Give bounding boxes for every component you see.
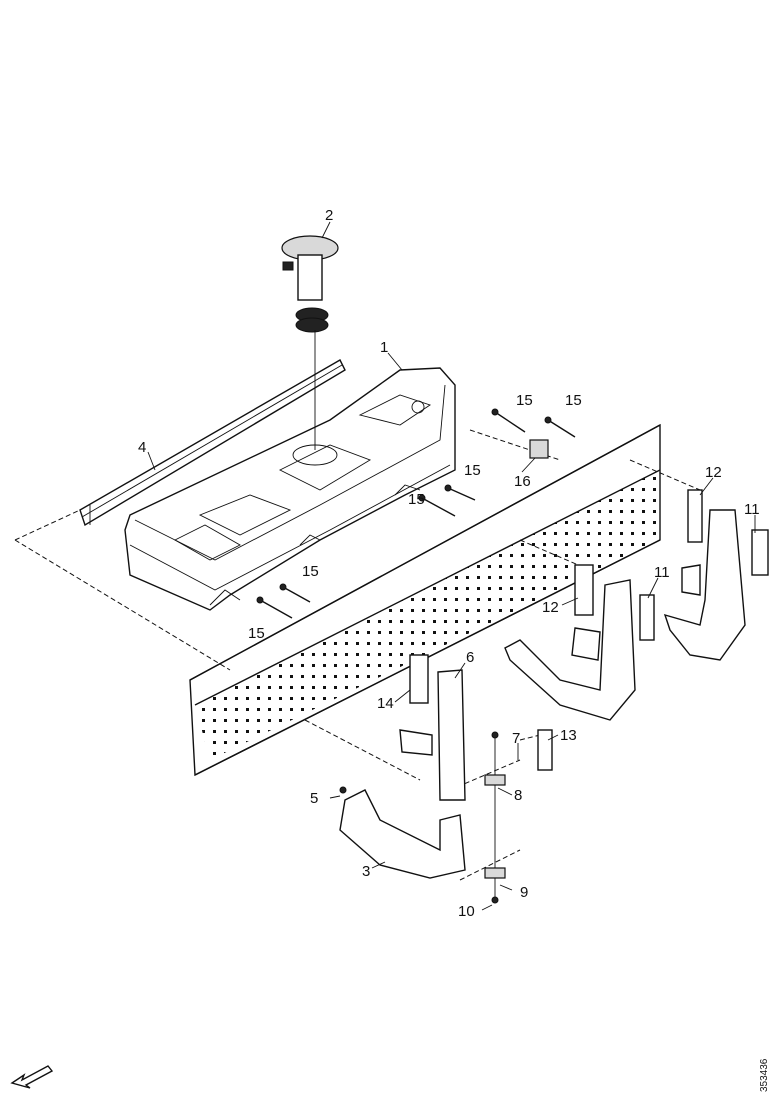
callout-labels: 1 2 3 4 5 6 7 8 9 10 11 11 12 12 13 14 1… xyxy=(138,207,760,920)
callout-1: 1 xyxy=(380,339,388,356)
callout-15c: 15 xyxy=(464,462,481,479)
callout-14: 14 xyxy=(377,695,394,712)
callout-15d: 15 xyxy=(408,491,425,508)
callout-10: 10 xyxy=(458,903,475,920)
callout-8: 8 xyxy=(514,787,522,804)
callout-5: 5 xyxy=(310,790,318,807)
reference-number: 353436 xyxy=(759,1058,770,1092)
bolt-set xyxy=(256,408,576,619)
callout-4: 4 xyxy=(138,439,146,456)
clip-bracket xyxy=(529,439,549,459)
callout-12b: 12 xyxy=(542,599,559,616)
bracket-assembly-right xyxy=(663,489,769,661)
callout-7: 7 xyxy=(512,730,520,747)
callout-9: 9 xyxy=(520,884,528,901)
callout-2: 2 xyxy=(325,207,333,224)
tank-support-bar xyxy=(79,359,346,527)
front-direction-arrow-icon xyxy=(10,1065,54,1089)
callout-12a: 12 xyxy=(705,464,722,481)
callout-15e: 15 xyxy=(302,563,319,580)
callout-11a: 11 xyxy=(744,501,760,518)
callout-15f: 15 xyxy=(248,625,265,642)
callout-16: 16 xyxy=(514,473,531,490)
bracket-assembly-middle xyxy=(504,564,655,721)
callout-15a: 15 xyxy=(516,392,533,409)
callout-11b: 11 xyxy=(654,564,670,581)
fuel-sender-unit xyxy=(281,235,339,450)
bracket-assembly-front xyxy=(339,654,553,904)
callout-13: 13 xyxy=(560,727,577,744)
callout-15b: 15 xyxy=(565,392,582,409)
callout-3: 3 xyxy=(362,863,370,880)
fuel-tank xyxy=(124,367,456,611)
callout-leaders xyxy=(147,221,756,911)
callout-6: 6 xyxy=(466,649,474,666)
